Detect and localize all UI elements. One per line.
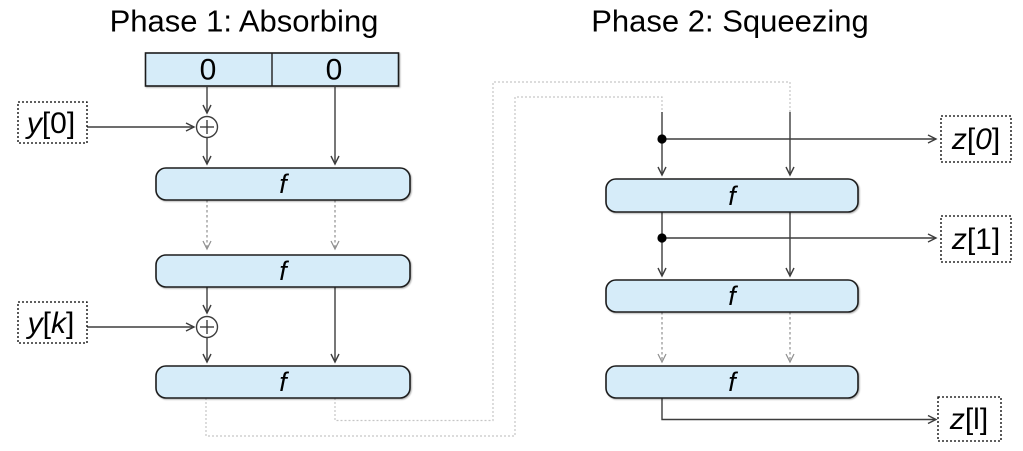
output-box-z0 <box>940 115 1012 163</box>
junction-dot <box>657 134 667 144</box>
input-box-yk <box>17 301 88 344</box>
input-label-y0: y[0] <box>25 107 75 140</box>
input-label-yk: y[k] <box>26 307 75 340</box>
feedback-line-outer <box>205 96 663 437</box>
output-label-z1: z[1] <box>951 223 1000 256</box>
f-box-absorbing-2 <box>155 254 411 288</box>
f-label: f <box>279 169 289 199</box>
f-label: f <box>279 256 289 286</box>
f-label: f <box>728 367 738 397</box>
output-box-zl <box>937 396 1002 442</box>
f-label: f <box>728 181 738 211</box>
f-box-squeezing-2 <box>605 279 859 313</box>
arrow-to-zl <box>661 398 938 425</box>
xor-icon <box>195 115 219 139</box>
f-box-squeezing-3 <box>605 365 859 399</box>
output-label-z0: z[0] <box>951 123 1000 156</box>
f-box-squeezing-1 <box>605 178 859 213</box>
f-label: f <box>279 367 289 397</box>
xor-icon <box>195 315 219 339</box>
output-label-zl: z[l] <box>949 403 988 436</box>
output-box-z1 <box>940 215 1012 263</box>
f-label: f <box>728 281 738 311</box>
f-box-absorbing-1 <box>155 167 411 201</box>
input-box-y0 <box>17 101 88 144</box>
phase2-title: Phase 2: Squeezing <box>591 4 869 39</box>
phase1-title: Phase 1: Absorbing <box>110 4 379 39</box>
feedback-line-inner <box>334 81 791 422</box>
junction-dot <box>657 233 667 243</box>
f-box-absorbing-3 <box>155 365 411 399</box>
state-cell-left-value: 0 <box>200 54 217 87</box>
state-cell-right-value: 0 <box>326 54 343 87</box>
